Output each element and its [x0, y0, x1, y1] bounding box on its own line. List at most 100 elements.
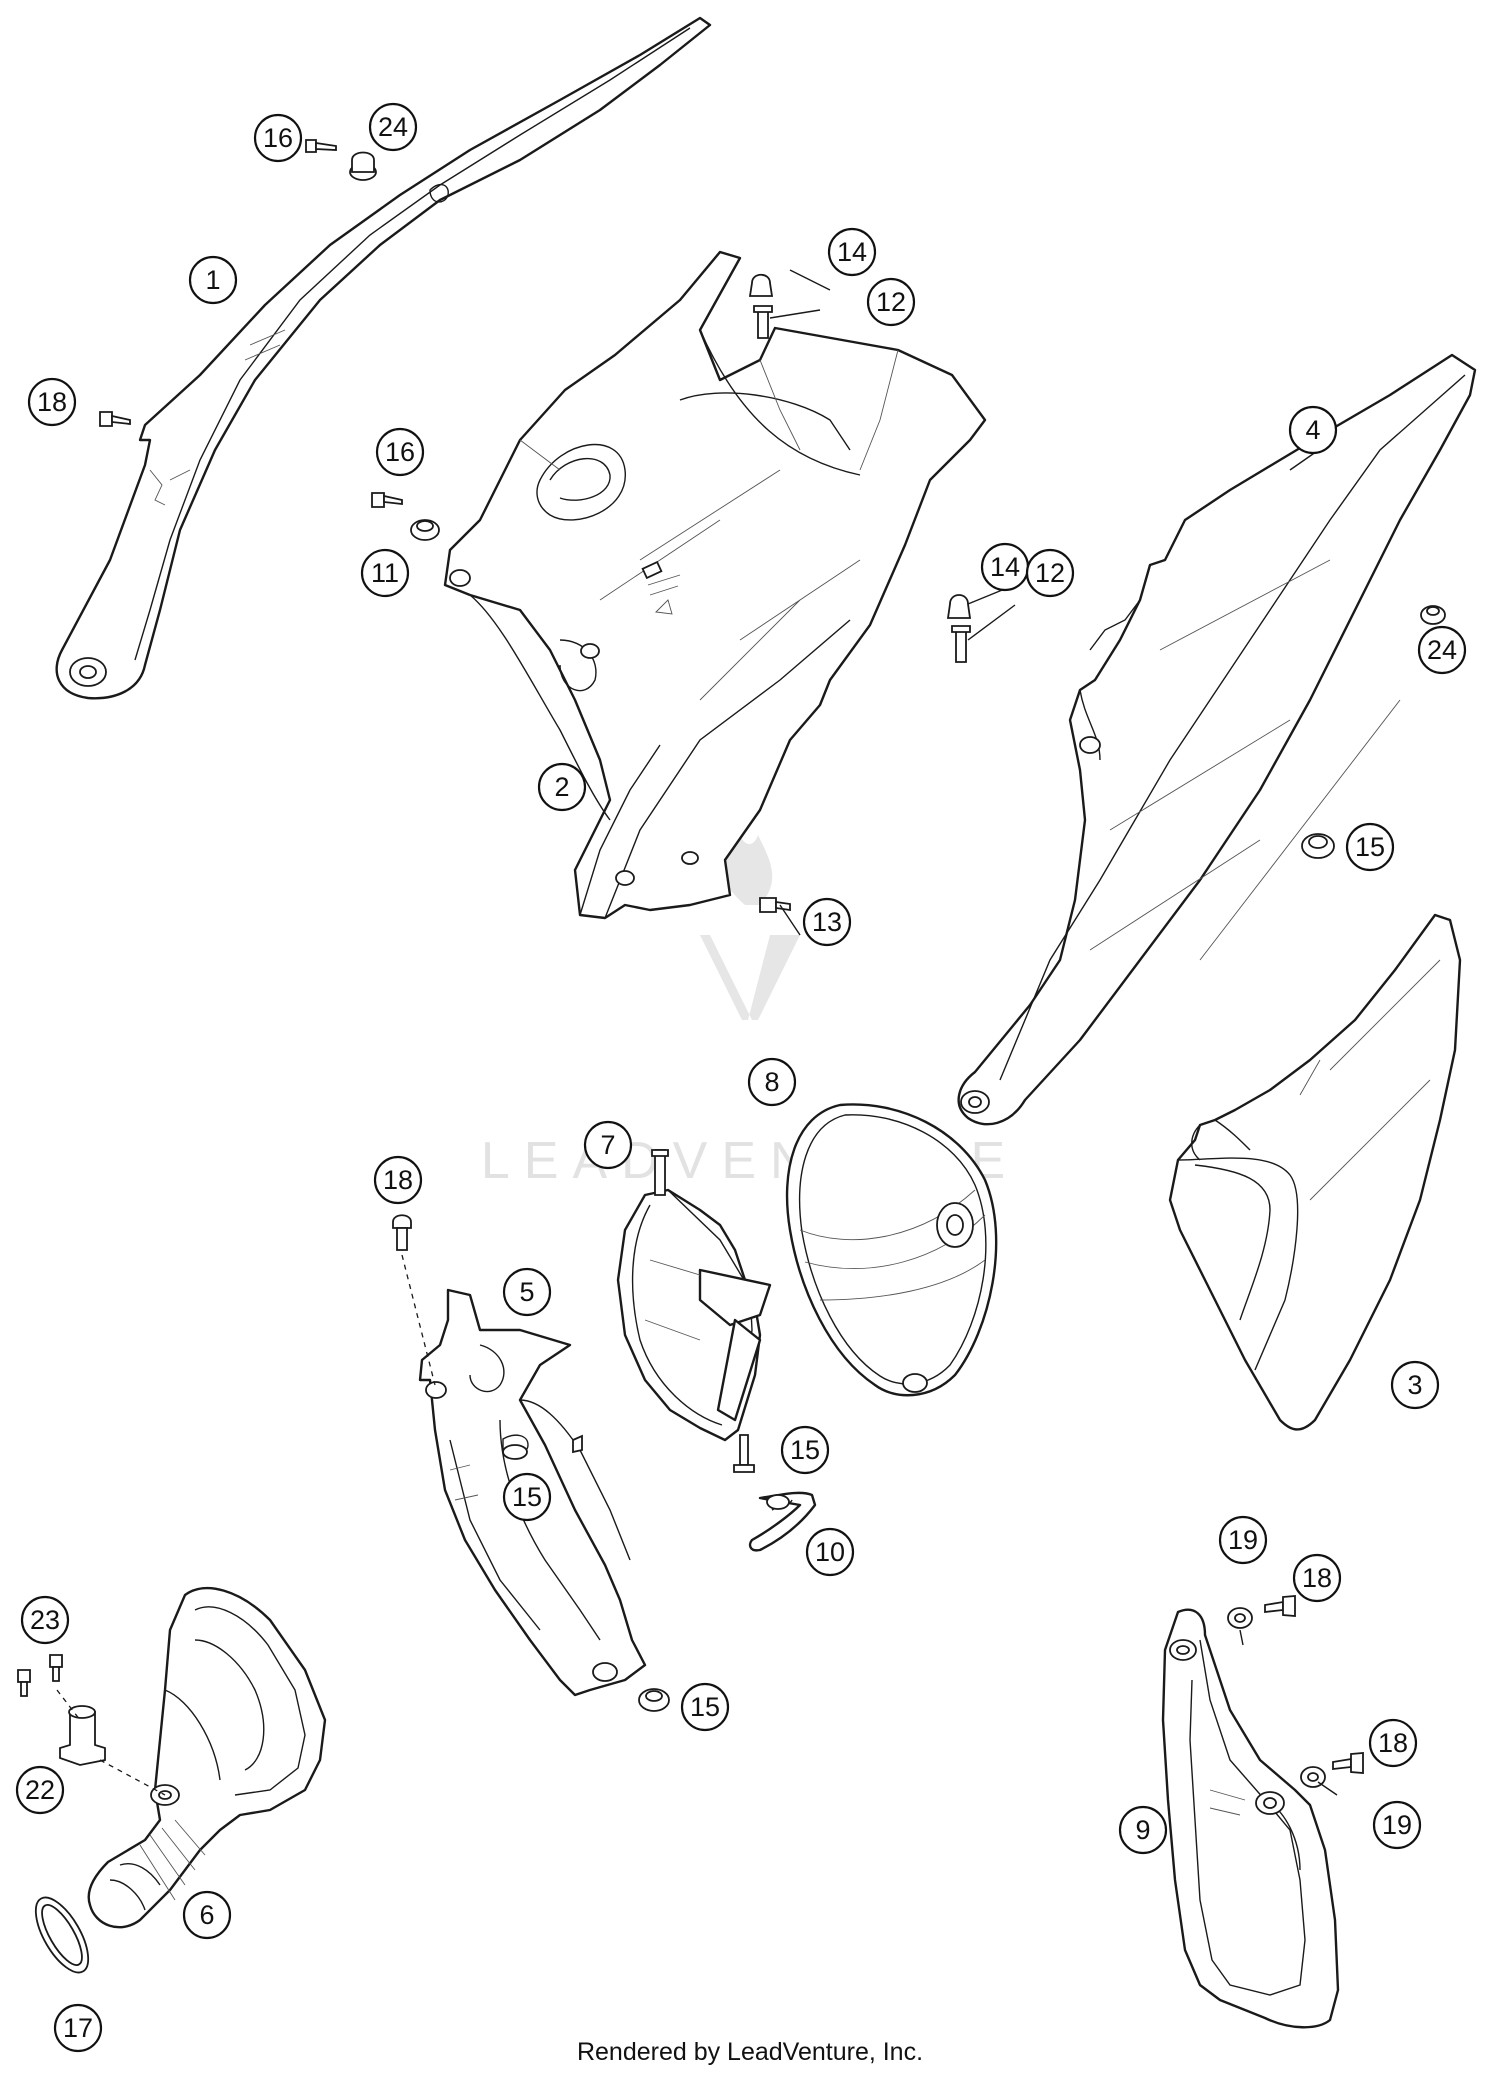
leader-22 [99, 1759, 166, 1796]
callout-label: 24 [1427, 635, 1457, 665]
callout-label: 9 [1135, 1815, 1150, 1845]
callout-label: 15 [790, 1435, 820, 1465]
callout-3[interactable]: 3 [1390, 1360, 1440, 1410]
callout-label: 23 [30, 1605, 60, 1635]
callout-12[interactable]: 12 [866, 277, 916, 327]
leader-23 [56, 1689, 81, 1721]
callout-1[interactable]: 1 [188, 255, 238, 305]
callout-label: 18 [383, 1165, 413, 1195]
callout-10[interactable]: 10 [805, 1527, 855, 1577]
callout-label: 2 [554, 772, 569, 802]
callout-label: 8 [764, 1067, 779, 1097]
screw-18-right-top[interactable] [1264, 1595, 1296, 1617]
grommet-15-bracket-bottom[interactable] [638, 1688, 670, 1712]
part-4-side-panel[interactable] [957, 353, 1477, 1126]
callout-19[interactable]: 19 [1218, 1515, 1268, 1565]
callout-18[interactable]: 18 [1292, 1553, 1342, 1603]
screw-12-top[interactable] [753, 305, 773, 339]
callout-label: 10 [815, 1537, 845, 1567]
callout-label: 12 [1035, 558, 1065, 588]
washer-19-top[interactable] [1227, 1607, 1253, 1629]
callout-18[interactable]: 18 [373, 1155, 423, 1205]
callout-label: 13 [812, 907, 842, 937]
callout-22[interactable]: 22 [15, 1765, 65, 1815]
callout-label: 14 [990, 552, 1020, 582]
callout-15[interactable]: 15 [780, 1425, 830, 1475]
part-9-side-trim[interactable] [1161, 1608, 1340, 2029]
callout-16[interactable]: 16 [253, 113, 303, 163]
screw-13[interactable] [759, 897, 791, 913]
callout-15[interactable]: 15 [1345, 822, 1395, 872]
callout-label: 14 [837, 237, 867, 267]
part-6-intake-duct[interactable] [87, 1587, 327, 1929]
callout-11[interactable]: 11 [360, 548, 410, 598]
callout-12[interactable]: 12 [1025, 548, 1075, 598]
callout-label: 15 [1355, 832, 1385, 862]
grommet-14-top[interactable] [748, 273, 774, 297]
callout-label: 19 [1228, 1525, 1258, 1555]
callout-label: 12 [876, 287, 906, 317]
callout-label: 15 [512, 1482, 542, 1512]
callout-label: 6 [199, 1900, 214, 1930]
part-3-airbox-cover[interactable] [1168, 913, 1462, 1431]
callout-5[interactable]: 5 [502, 1267, 552, 1317]
callout-8[interactable]: 8 [747, 1057, 797, 1107]
callout-14[interactable]: 14 [827, 227, 877, 277]
grommet-14-right[interactable] [946, 594, 972, 619]
callout-7[interactable]: 7 [583, 1120, 633, 1170]
part-1-upper-trim[interactable] [55, 16, 712, 700]
callout-18[interactable]: 18 [1368, 1718, 1418, 1768]
rubber-bushing-24-top[interactable] [349, 151, 377, 181]
callout-label: 3 [1407, 1370, 1422, 1400]
leader-18-center [401, 1254, 436, 1386]
callout-6[interactable]: 6 [182, 1890, 232, 1940]
part-2-airbox-frame[interactable] [443, 250, 987, 920]
callout-15[interactable]: 15 [502, 1472, 552, 1522]
callout-18[interactable]: 18 [27, 377, 77, 427]
grommet-15-clip[interactable] [766, 1494, 790, 1510]
callout-label: 18 [1378, 1728, 1408, 1758]
callout-19[interactable]: 19 [1372, 1800, 1422, 1850]
screw-23-right[interactable] [49, 1654, 63, 1682]
callout-16[interactable]: 16 [375, 427, 425, 477]
callout-9[interactable]: 9 [1118, 1805, 1168, 1855]
part-7-filter-cage[interactable] [616, 1149, 772, 1473]
screw-16-top[interactable] [305, 139, 337, 153]
screw-18-center[interactable] [392, 1214, 412, 1251]
callout-label: 22 [25, 1775, 55, 1805]
callout-label: 17 [63, 2013, 93, 2043]
callout-label: 18 [37, 387, 67, 417]
callout-label: 15 [690, 1692, 720, 1722]
part-8-air-filter[interactable] [785, 1103, 998, 1397]
callout-label: 1 [205, 265, 220, 295]
rubber-bushing-24-right[interactable] [1420, 605, 1446, 625]
screw-18-right-bottom[interactable] [1332, 1752, 1364, 1774]
callout-label: 16 [385, 437, 415, 467]
screw-12-right[interactable] [951, 625, 971, 663]
screw-16-middle[interactable] [371, 492, 403, 508]
callout-23[interactable]: 23 [20, 1595, 70, 1645]
callout-label: 19 [1382, 1810, 1412, 1840]
callout-13[interactable]: 13 [802, 897, 852, 947]
seal-17[interactable] [25, 1890, 98, 1981]
grommet-15-bracket-top[interactable] [502, 1444, 528, 1460]
callout-label: 11 [371, 558, 399, 588]
callout-14[interactable]: 14 [980, 542, 1030, 592]
screw-18-left[interactable] [99, 411, 131, 427]
callout-label: 5 [519, 1277, 534, 1307]
callout-17[interactable]: 17 [53, 2003, 103, 2053]
callout-2[interactable]: 2 [537, 762, 587, 812]
callout-15[interactable]: 15 [680, 1682, 730, 1732]
callout-label: 24 [378, 112, 408, 142]
grommet-11[interactable] [410, 519, 440, 541]
callout-24[interactable]: 24 [368, 102, 418, 152]
callout-label: 4 [1305, 415, 1320, 445]
screw-23-left[interactable] [17, 1669, 31, 1697]
callout-label: 18 [1302, 1563, 1332, 1593]
callout-label: 16 [263, 123, 293, 153]
callout-24[interactable]: 24 [1417, 625, 1467, 675]
callout-4[interactable]: 4 [1288, 405, 1338, 455]
grommet-15-right[interactable] [1301, 833, 1335, 859]
sensor-22[interactable] [59, 1705, 106, 1766]
